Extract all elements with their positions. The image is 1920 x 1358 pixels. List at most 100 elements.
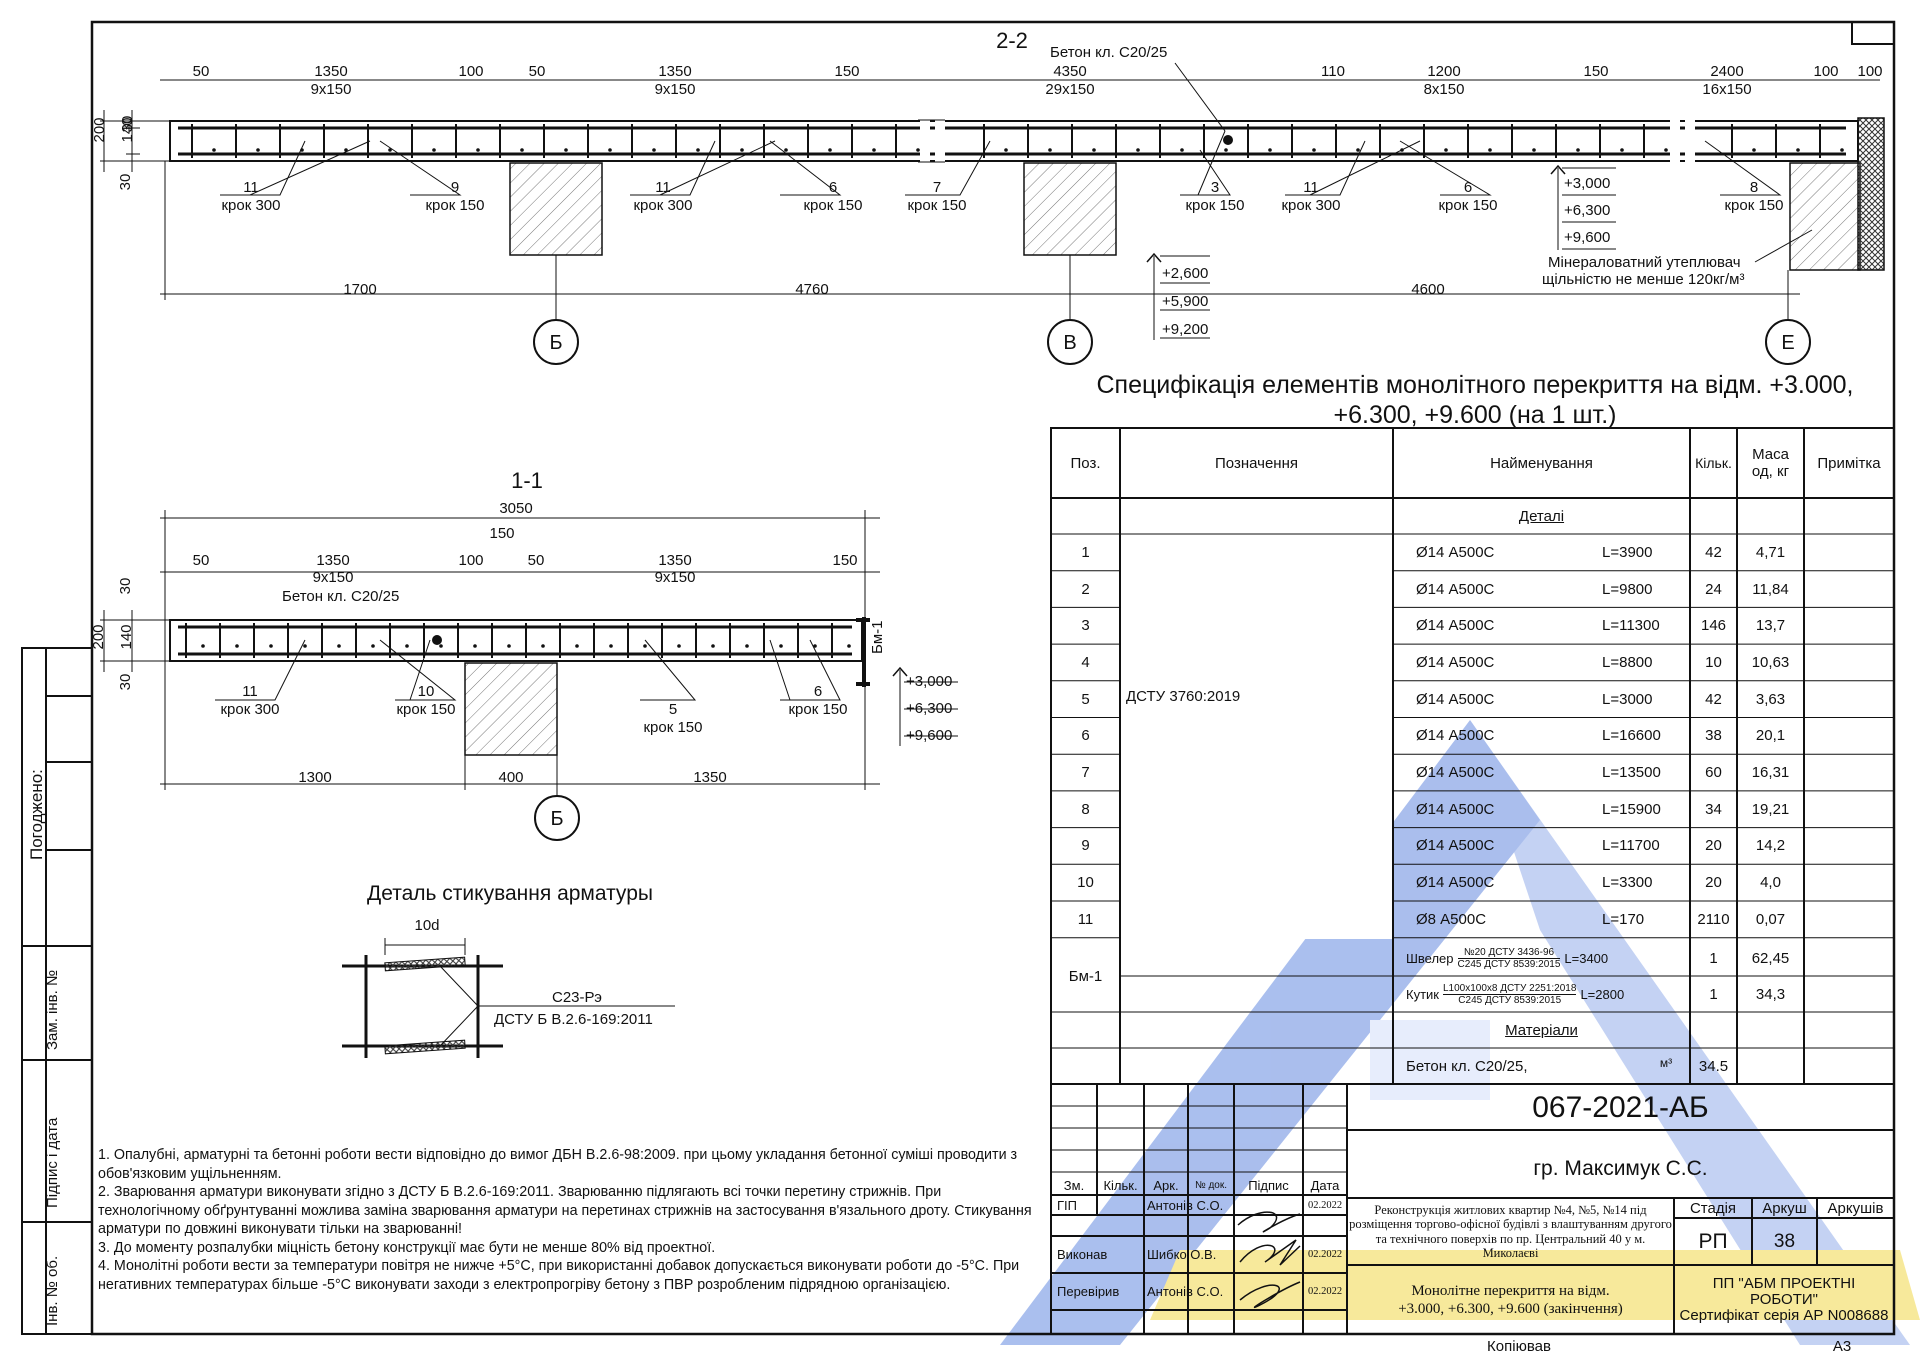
beam-row-bottom: С245 ДСТУ 8539:2015: [1458, 994, 1562, 1006]
detail-title: Деталь стикування арматуры: [367, 882, 653, 905]
section-2-2: [100, 62, 1885, 365]
longitudinal-bar-dot: [476, 148, 480, 152]
level-mark-b-3: +9,600: [1564, 229, 1610, 246]
longitudinal-bar-dot: [784, 148, 788, 152]
longitudinal-bar-dot: [1004, 148, 1008, 152]
title-col-header: Арк.: [1153, 1178, 1179, 1193]
spec-row-length: L=3000: [1602, 690, 1653, 708]
spec-table-grid: [1050, 427, 1895, 1085]
spec-row-qty: 34: [1705, 800, 1722, 818]
bar-step: крок 150: [425, 197, 484, 214]
bar-step: крок 150: [643, 719, 702, 736]
bar-step: крок 300: [220, 701, 279, 718]
spec-row-name: Ø14 А500С: [1416, 727, 1495, 745]
dim-label-1-1: 9x150: [313, 569, 354, 586]
longitudinal-bar-dot: [520, 148, 524, 152]
weld-standard: ДСТУ Б В.2.6-169:2011: [494, 1011, 653, 1028]
spec-row-qty: 10: [1705, 653, 1722, 671]
bar-number: 6: [814, 683, 822, 700]
spec-row-length: L=11300: [1602, 617, 1660, 635]
dim-label-2-2: 100: [1813, 63, 1838, 80]
person-name: Антонів С.О.: [1147, 1284, 1224, 1299]
longitudinal-bar-dot: [507, 644, 511, 648]
side-sign-date: Підпис і дата: [44, 1117, 61, 1208]
spec-row-name: Ø14 А500С: [1416, 874, 1495, 892]
bar-number: 3: [1211, 179, 1219, 196]
section-details: Деталі: [1518, 507, 1565, 525]
dim-label-2-2: 50: [193, 63, 210, 80]
level-mark-b-1: +3,000: [1564, 175, 1610, 192]
axis-b-1-1: Б: [550, 808, 563, 830]
level-mark-a-2: +5,900: [1162, 293, 1208, 310]
longitudinal-bar-dot: [1576, 148, 1580, 152]
dim-label-1-1: 50: [193, 552, 210, 569]
dim-label-2-2: 1350: [658, 63, 691, 80]
longitudinal-bar-dot: [256, 148, 260, 152]
longitudinal-bar-dot: [608, 148, 612, 152]
longitudinal-bar-dot: [564, 148, 568, 152]
dim-label-2-2: 100: [458, 63, 483, 80]
axis-v: В: [1063, 332, 1076, 354]
note-1: 1. Опалубні, арматурні та бетонні роботи…: [98, 1147, 1018, 1182]
dim-30-top: 30: [119, 116, 136, 133]
dim11-30-bottom: 30: [117, 674, 134, 691]
note-3: 3. До моменту розпалубки міцність бетону…: [98, 1239, 716, 1256]
spec-row-qty: 38: [1705, 727, 1722, 745]
company-line2: РОБОТИ": [1750, 1290, 1818, 1308]
spec-row-pos: 10: [1077, 874, 1094, 892]
header-designation: Позначення: [1215, 454, 1298, 472]
spec-row-pos: 6: [1081, 727, 1090, 745]
spec-row-mass: 20,1: [1755, 727, 1786, 745]
spec-row-pos: 3: [1081, 617, 1090, 635]
dim-label-2-2: 150: [834, 63, 859, 80]
dim-label-2-2: 8x150: [1424, 81, 1465, 98]
spec-row-pos: 9: [1081, 837, 1090, 855]
splice-detail: [342, 938, 675, 1058]
spec-row-mass: 0,07: [1755, 910, 1786, 928]
level11-1: +3,000: [906, 673, 952, 690]
longitudinal-bar-dot: [1532, 148, 1536, 152]
beam-row-bottom: С245 ДСТУ 8539:2015: [1457, 958, 1561, 970]
longitudinal-bar-dot: [779, 644, 783, 648]
drawing-code: 067-2021-АБ: [1532, 1090, 1709, 1124]
spec-title-line2: +6.300, +9.600 (на 1 шт.): [1333, 401, 1617, 429]
beam-row-prefix: Швелер: [1406, 950, 1454, 966]
longitudinal-bar-dot: [813, 644, 817, 648]
title-col-header: Кільк.: [1103, 1178, 1138, 1193]
beam-row-length: L=3400: [1564, 950, 1609, 966]
spec-row-pos: 4: [1081, 653, 1090, 671]
side-replace-inv: Зам. інв. №: [44, 970, 61, 1050]
bar-step: крок 150: [907, 197, 966, 214]
dim-label-1-1: 150: [832, 552, 857, 569]
longitudinal-bar-dot: [740, 148, 744, 152]
beam-pos: Бм-1: [1068, 967, 1103, 985]
bar-step: крок 300: [221, 197, 280, 214]
longitudinal-bar-dot: [872, 148, 876, 152]
spec-row-length: L=9800: [1602, 580, 1653, 598]
level-mark-a-1: +2,600: [1162, 265, 1208, 282]
longitudinal-bar-dot: [1840, 148, 1844, 152]
header-pos: Поз.: [1070, 454, 1101, 472]
span-4760: 4760: [795, 281, 828, 298]
dim-label-2-2: 50: [529, 63, 546, 80]
bar-number: 11: [243, 179, 259, 196]
longitudinal-bar-dot: [745, 644, 749, 648]
header-mass: Маса од, кг: [1737, 428, 1804, 498]
dim-label-2-2: 1350: [314, 63, 347, 80]
side-inv-orig: Інв. № об.: [44, 1256, 61, 1326]
beam-row-mass: 62,45: [1751, 949, 1790, 967]
material-name: Бетон кл. С20/25,: [1406, 1057, 1528, 1075]
material-qty: 34.5: [1698, 1057, 1729, 1075]
beam-pos-merge: [1052, 941, 1119, 1011]
level11-2: +6,300: [906, 700, 952, 717]
spec-row-pos: 7: [1081, 764, 1090, 782]
material-unit: м³: [1659, 1055, 1673, 1070]
longitudinal-bar-dot: [1224, 148, 1228, 152]
longitudinal-bar-dot: [677, 644, 681, 648]
longitudinal-bar-dot: [643, 644, 647, 648]
